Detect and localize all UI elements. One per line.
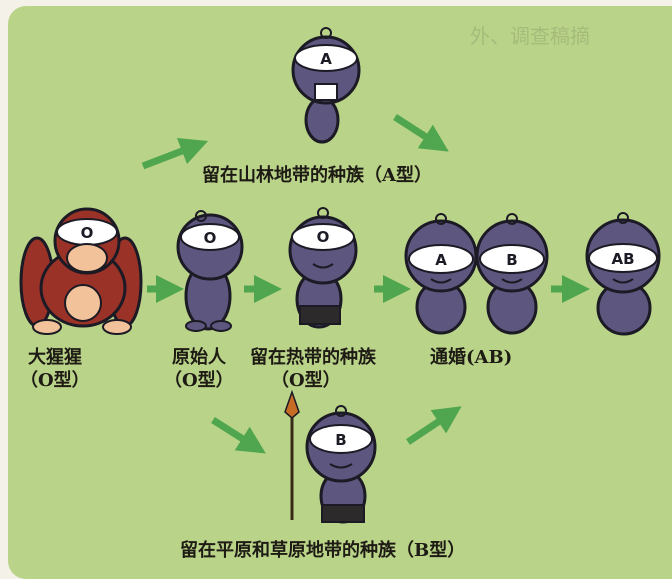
watermark-text: 外、调查稿摘 xyxy=(470,24,590,48)
arrow-b-to-union xyxy=(406,406,462,445)
label-ape-name: 大猩猩 xyxy=(28,347,82,368)
arrow-up-left xyxy=(141,137,209,170)
arrow-down-left xyxy=(211,417,266,454)
badge-ape: O xyxy=(81,224,94,242)
badge-type-a: A xyxy=(320,50,332,68)
badge-couple-a: A xyxy=(435,251,447,269)
badge-tropics: O xyxy=(317,228,330,246)
badge-early-man: O xyxy=(204,229,217,247)
label-intermarriage: 通婚(AB) xyxy=(430,347,513,368)
early-man-figure: O xyxy=(176,210,244,332)
couple-b-figure: B xyxy=(475,213,549,335)
couple-a-figure: A xyxy=(404,213,478,335)
label-type-b: 留在平原和草原地带的种族（B型） xyxy=(180,540,466,561)
label-type-a: 留在山林地带的种族（A型） xyxy=(202,165,432,186)
label-tropics-type: （O型） xyxy=(271,370,341,391)
type-a-figure: A xyxy=(291,27,361,144)
label-early-man-type: （O型） xyxy=(164,370,234,391)
badge-couple-b: B xyxy=(506,251,517,269)
badge-ab-child: AB xyxy=(611,250,634,268)
gorilla-figure: O xyxy=(19,207,143,335)
label-early-man-name: 原始人 xyxy=(172,347,226,368)
type-b-figure: B xyxy=(284,389,377,524)
ab-child-figure: AB xyxy=(585,212,661,336)
tropics-figure: O xyxy=(288,207,358,329)
badge-type-b: B xyxy=(335,431,346,449)
arrow-a-to-union xyxy=(393,114,449,152)
label-tropics-name: 留在热带的种族 xyxy=(250,347,376,368)
label-ape-type: （O型） xyxy=(20,370,90,391)
